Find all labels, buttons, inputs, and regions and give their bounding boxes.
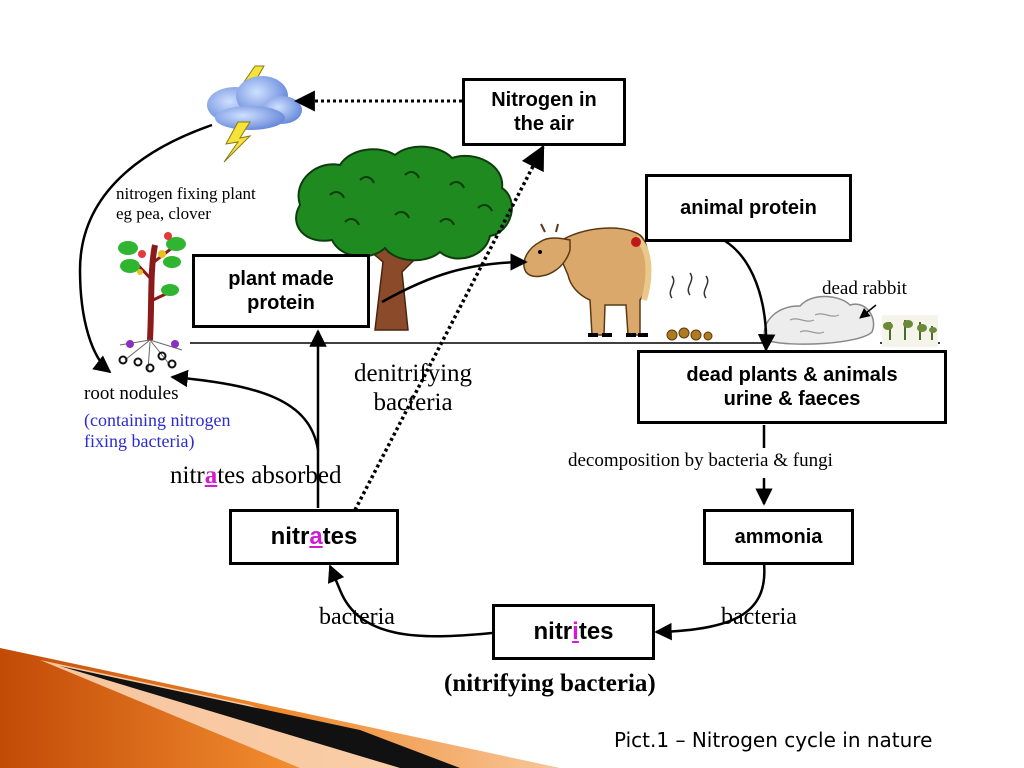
dead-rabbit-label: dead rabbit — [822, 278, 907, 299]
nitrifying-bacteria-label: (nitrifying bacteria) — [444, 670, 656, 697]
plant-protein-line2: protein — [247, 292, 315, 314]
dung-icon — [666, 272, 713, 341]
ammonia-label: ammonia — [734, 526, 823, 548]
dead-matter-box: dead plants & animals urine & faeces — [637, 350, 947, 424]
dead-matter-line2: urine & faeces — [723, 388, 861, 410]
nitrates-label: nitrates — [270, 522, 358, 550]
ammonia-box: ammonia — [703, 509, 854, 565]
nitrogen-fixing-plant-icon — [118, 232, 186, 373]
arrow-lightning-to-nodules — [78, 123, 213, 374]
arrow-nitrates-to-nodules — [170, 369, 320, 451]
arrow-denitrification — [353, 144, 545, 511]
bacteria-left-label: bacteria — [319, 604, 395, 630]
arrow-ammonia-to-nitrites — [654, 562, 766, 641]
nitrogen-air-line2: the air — [513, 113, 575, 135]
nitrites-box: nitrites — [492, 604, 655, 660]
cow-icon — [523, 223, 652, 337]
nitrates-box: nitrates — [229, 509, 399, 565]
animal-protein-label: animal protein — [680, 197, 817, 219]
plant-protein-box: plant made protein — [192, 254, 370, 328]
arrow-tree-to-cow — [381, 253, 528, 304]
root-nodules-label: root nodules — [84, 383, 179, 404]
dead-rabbit-icon — [763, 295, 877, 345]
nitrites-label: nitrites — [533, 617, 614, 645]
nitrogen-fixing-plant-label: nitrogen fixing plant eg pea, clover — [116, 184, 256, 223]
arrow-animal-to-dead — [724, 239, 776, 352]
dead-matter-line1: dead plants & animals — [686, 364, 898, 386]
denitrifying-label: denitrifying bacteria — [354, 360, 473, 416]
cycle-arrows — [78, 90, 776, 641]
plant-protein-line1: plant made — [228, 268, 334, 290]
root-nodules-note: (containing nitrogen fixing bacteria) — [84, 410, 231, 451]
animal-protein-box: animal protein — [645, 174, 852, 242]
figure-caption: Pict.1 – Nitrogen cycle in nature — [614, 728, 933, 752]
nitrogen-air-line1: Nitrogen in — [491, 89, 597, 111]
slide-corner-decoration — [0, 648, 560, 768]
nitrates-absorbed-label: nitrates absorbed — [170, 462, 342, 489]
dead-plant-icon — [882, 315, 938, 347]
tree-icon — [295, 145, 513, 331]
nitrogen-air-box: Nitrogen in the air — [462, 78, 626, 146]
arrow-nitrites-to-nitrates — [327, 564, 493, 638]
bacteria-right-label: bacteria — [721, 604, 797, 630]
decomposition-label: decomposition by bacteria & fungi — [568, 450, 833, 472]
lightning-cloud-icon — [207, 65, 302, 163]
